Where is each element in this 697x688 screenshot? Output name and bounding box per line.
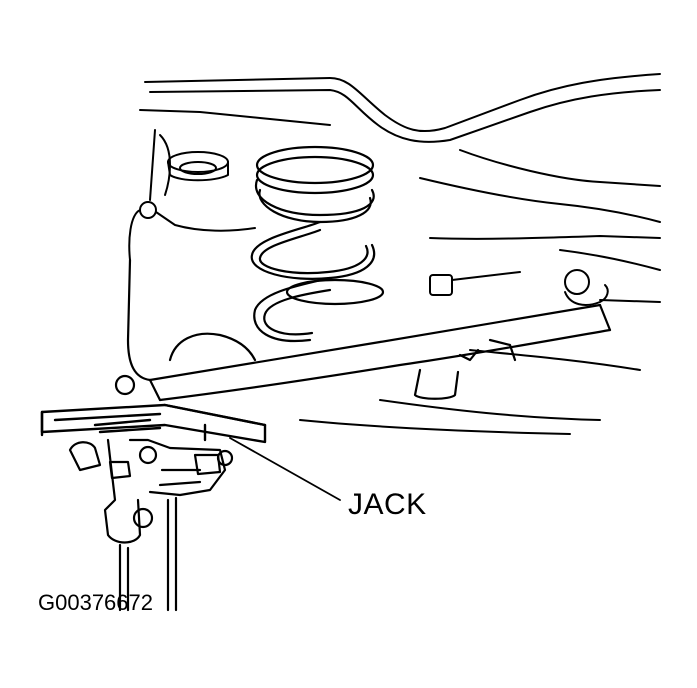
jack-label: JACK [348,488,427,521]
jack-mechanism [68,438,234,612]
lower-control-arm [114,258,612,402]
upper-spring-seat [167,151,229,182]
mount-bolts [128,201,609,306]
vehicle-body [139,73,661,435]
coil-spring [250,145,385,343]
figure-id: G00376672 [38,590,153,615]
jack-saddle [40,403,267,444]
jack-leader-line [229,437,341,501]
